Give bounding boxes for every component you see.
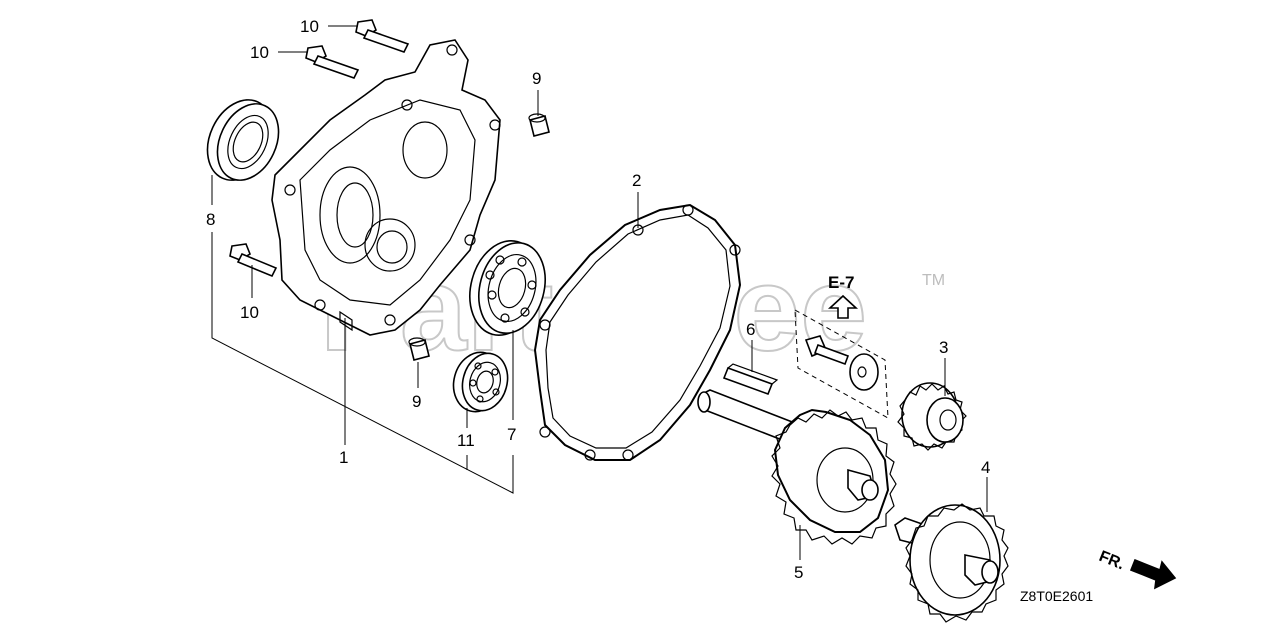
- small-bearing-part[interactable]: [447, 347, 514, 417]
- reference-arrow-icon: [827, 294, 859, 319]
- diagram-code: Z8T0E2601: [1020, 588, 1093, 604]
- reference-washer-part[interactable]: [849, 353, 879, 391]
- watermark-trademark: TM: [922, 272, 945, 289]
- small-gear-part[interactable]: [897, 382, 967, 451]
- callout-8[interactable]: 8: [206, 210, 215, 229]
- callout-11[interactable]: 11: [457, 431, 475, 450]
- callout-5[interactable]: 5: [794, 563, 803, 582]
- bolt-part-upper[interactable]: [355, 19, 410, 53]
- leader-lines: [211, 25, 988, 560]
- case-cover-part[interactable]: [271, 39, 501, 336]
- shaft-gear-part[interactable]: [697, 389, 897, 545]
- front-direction-label: FR.: [1097, 548, 1127, 573]
- oil-seal-part[interactable]: [195, 89, 290, 190]
- key-part[interactable]: [722, 363, 779, 396]
- dowel-pin-part-upper[interactable]: [528, 113, 550, 137]
- callout-10-top[interactable]: 10: [300, 17, 319, 36]
- callout-10-middle[interactable]: 10: [250, 43, 269, 62]
- callout-9-lower[interactable]: 9: [412, 392, 421, 411]
- gasket-part[interactable]: [533, 203, 742, 461]
- callout-4[interactable]: 4: [981, 458, 990, 477]
- large-bearing-part[interactable]: [460, 233, 555, 343]
- dowel-pin-part-lower[interactable]: [408, 337, 430, 361]
- callout-2[interactable]: 2: [632, 171, 641, 190]
- callout-9-upper[interactable]: 9: [532, 69, 541, 88]
- front-direction-arrow-icon: [1129, 558, 1177, 590]
- bolt-part-lower[interactable]: [229, 243, 278, 278]
- reference-label[interactable]: E-7: [828, 273, 854, 292]
- callout-3[interactable]: 3: [939, 338, 948, 357]
- bolt-part-middle[interactable]: [305, 45, 360, 79]
- callout-1[interactable]: 1: [339, 448, 348, 467]
- callout-6[interactable]: 6: [746, 320, 755, 339]
- large-gear-part[interactable]: [894, 503, 1009, 623]
- reference-box: [794, 309, 889, 419]
- callout-10-lower[interactable]: 10: [240, 303, 259, 322]
- callout-7[interactable]: 7: [507, 425, 516, 444]
